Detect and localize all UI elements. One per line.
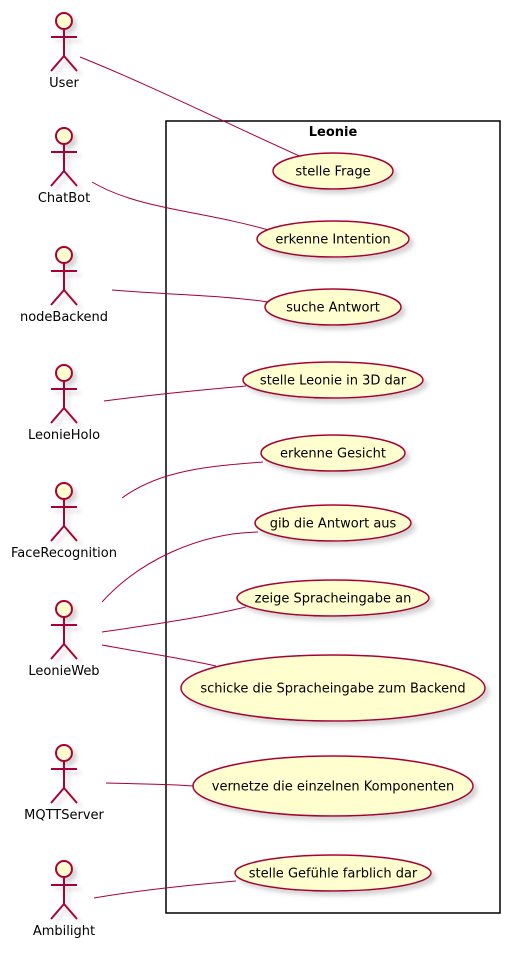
usecase-ellipse <box>180 654 486 722</box>
association-link <box>103 385 247 402</box>
usecase-uc5[interactable]: erkenne Gesicht <box>260 434 406 472</box>
association-link <box>101 644 217 667</box>
actor-icon <box>50 744 78 804</box>
usecase-uc3[interactable]: suche Antwort <box>264 288 402 326</box>
usecase-ellipse <box>234 854 432 892</box>
actor-icon <box>50 600 78 660</box>
usecase-ellipse <box>192 755 474 817</box>
actor-ambilight[interactable]: Ambilight <box>33 860 95 939</box>
usecase-uc8[interactable]: schicke die Spracheingabe zum Backend <box>180 654 486 722</box>
actor-label: ChatBot <box>38 191 90 206</box>
usecase-label: erkenne Intention <box>275 233 390 248</box>
system-boundary: Leonie <box>165 120 501 914</box>
usecase-uc9[interactable]: vernetze die einzelnen Komponenten <box>192 755 474 817</box>
actor-label: MQTTServer <box>24 808 104 823</box>
association-link <box>91 181 273 232</box>
usecase-label: gib die Antwort aus <box>270 517 397 532</box>
actor-leonieholo[interactable]: LeonieHolo <box>28 364 100 443</box>
actor-icon <box>50 12 78 72</box>
usecase-ellipse <box>254 504 412 542</box>
association-link <box>101 606 247 633</box>
actor-nodebackend[interactable]: nodeBackend <box>20 246 108 325</box>
usecase-label: suche Antwort <box>286 301 380 316</box>
actor-icon <box>50 127 78 187</box>
association-link <box>101 531 259 603</box>
actor-label: LeonieWeb <box>28 664 99 679</box>
usecase-ellipse <box>260 434 406 472</box>
usecase-label: vernetze die einzelnen Komponenten <box>212 780 455 795</box>
actor-label: FaceRecognition <box>11 546 117 561</box>
usecase-uc7[interactable]: zeige Spracheingabe an <box>236 579 430 617</box>
usecase-ellipse <box>242 361 424 399</box>
actor-icon <box>50 246 78 306</box>
actor-label: User <box>49 76 79 91</box>
system-boundary-box <box>165 120 501 914</box>
actor-facerecognition[interactable]: FaceRecognition <box>11 482 117 561</box>
usecase-ellipse <box>236 579 430 617</box>
usecase-label: stelle Gefühle farblich dar <box>249 867 418 882</box>
association-links <box>79 56 307 899</box>
usecase-ellipse <box>272 152 394 190</box>
actor-user[interactable]: User <box>49 12 79 91</box>
association-link <box>111 289 269 303</box>
usecase-label: stelle Leonie in 3D dar <box>260 374 407 389</box>
actor-label: nodeBackend <box>20 310 108 325</box>
actor-label: Ambilight <box>33 924 95 939</box>
usecase-uc1[interactable]: stelle Frage <box>272 152 394 190</box>
usecase-ellipse <box>264 288 402 326</box>
usecase-uc6[interactable]: gib die Antwort aus <box>254 504 412 542</box>
actor-mqttserver[interactable]: MQTTServer <box>24 744 105 823</box>
association-link <box>93 880 237 899</box>
usecase-uc2[interactable]: erkenne Intention <box>256 220 410 258</box>
actor-icon <box>50 364 78 424</box>
usecase-uc4[interactable]: stelle Leonie in 3D dar <box>242 361 424 399</box>
system-title: Leonie <box>309 125 358 140</box>
usecase-uc10[interactable]: stelle Gefühle farblich dar <box>234 854 432 892</box>
actor-icon <box>50 482 78 542</box>
use-cases: stelle Frage erkenne Intention suche Antwo… <box>180 152 486 892</box>
usecase-label: stelle Frage <box>295 165 370 180</box>
actor-leonieweb[interactable]: LeonieWeb <box>28 600 100 679</box>
usecase-label: schicke die Spracheingabe zum Backend <box>200 682 465 697</box>
usecase-ellipse <box>256 220 410 258</box>
actor-label: LeonieHolo <box>28 428 100 443</box>
association-link <box>121 461 264 499</box>
usecase-label: zeige Spracheingabe an <box>255 592 412 607</box>
actor-icon <box>50 860 78 920</box>
actor-chatbot[interactable]: ChatBot <box>38 127 90 206</box>
association-link <box>79 56 307 160</box>
usecase-label: erkenne Gesicht <box>280 447 386 462</box>
association-link <box>105 782 194 787</box>
